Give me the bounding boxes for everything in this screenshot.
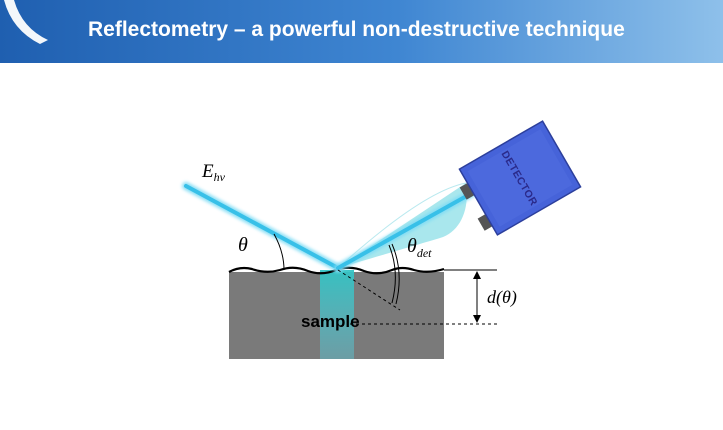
title-bar: Reflectometry – a powerful non-destructi… — [0, 0, 723, 63]
theta-label: θ — [238, 234, 248, 256]
detector-body — [458, 120, 582, 236]
sample-label: sample — [301, 312, 360, 331]
depth-arrow-head-bottom — [473, 315, 481, 323]
corner-swoosh-graphic — [4, 0, 48, 44]
theta-det-label: θdet — [407, 235, 432, 260]
refracted-path-dashed — [337, 269, 401, 311]
incident-label: Ehν — [201, 161, 226, 184]
depth-arrow-head-top — [473, 271, 481, 279]
reflected-beam — [336, 182, 490, 270]
incident-beam — [184, 184, 340, 270]
detector-port-lower — [477, 213, 494, 231]
slide-title: Reflectometry – a powerful non-destructi… — [88, 18, 625, 41]
theta-det-arc — [391, 243, 400, 305]
detector: DETECTOR — [458, 120, 582, 236]
detector-port-upper — [459, 182, 476, 200]
theta-arc — [273, 233, 285, 271]
penetration-column — [320, 270, 354, 359]
depth-label: d(θ) — [487, 287, 517, 308]
